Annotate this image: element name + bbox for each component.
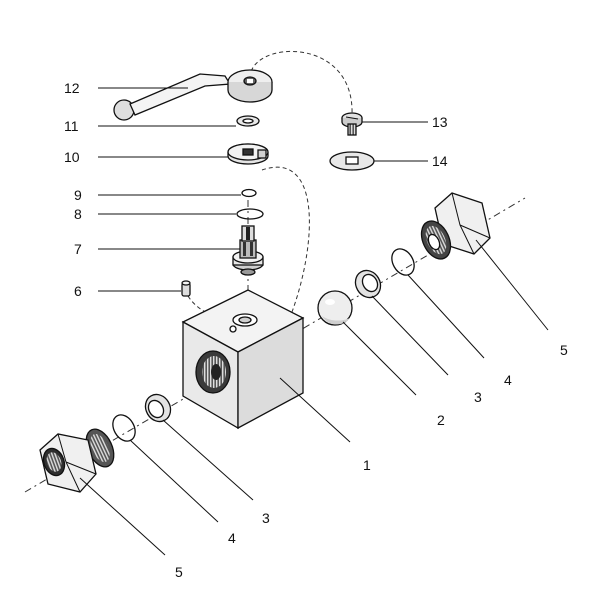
label-7: 7	[74, 241, 82, 257]
label-10: 10	[64, 149, 80, 165]
leader-lines	[79, 87, 549, 556]
nut-fitting-right-part	[420, 192, 491, 260]
label-2: 2	[437, 412, 445, 428]
o-ring-stem-part	[236, 208, 264, 220]
seat-ring-left-part	[144, 393, 172, 423]
label-3-right: 3	[474, 389, 482, 405]
label-1: 1	[363, 457, 371, 473]
label-4-left: 4	[228, 530, 236, 546]
label-9: 9	[74, 187, 82, 203]
label-4-right: 4	[504, 372, 512, 388]
nut-fitting-left-part	[39, 428, 115, 493]
small-o-ring-part	[241, 188, 257, 198]
seat-ring-right-part	[354, 269, 382, 299]
stem-routing-dash	[261, 166, 310, 313]
label-5-right: 5	[560, 342, 568, 358]
o-ring-right-part	[391, 248, 415, 276]
label-12: 12	[64, 80, 80, 96]
part-number-labels: 12 11 10 9 8 7 6 13 14 1 2 3 4 5 3 4 5	[64, 80, 568, 580]
pin-part	[181, 280, 191, 297]
label-13: 13	[432, 114, 448, 130]
handle-routing-dash	[249, 51, 353, 116]
label-11: 11	[64, 118, 79, 134]
square-washer-part	[329, 151, 375, 171]
label-8: 8	[74, 206, 82, 222]
ball-part	[317, 290, 353, 326]
label-3-left: 3	[262, 510, 270, 526]
washer-part	[236, 115, 260, 127]
label-6: 6	[74, 283, 82, 299]
label-5-left: 5	[175, 564, 183, 580]
stop-plate-part	[227, 143, 269, 165]
handle-part	[113, 69, 273, 121]
o-ring-left-part	[112, 414, 136, 442]
label-14: 14	[432, 153, 448, 169]
screw-part	[341, 112, 363, 136]
valve-body-part	[181, 289, 305, 430]
stem-part	[232, 225, 264, 276]
